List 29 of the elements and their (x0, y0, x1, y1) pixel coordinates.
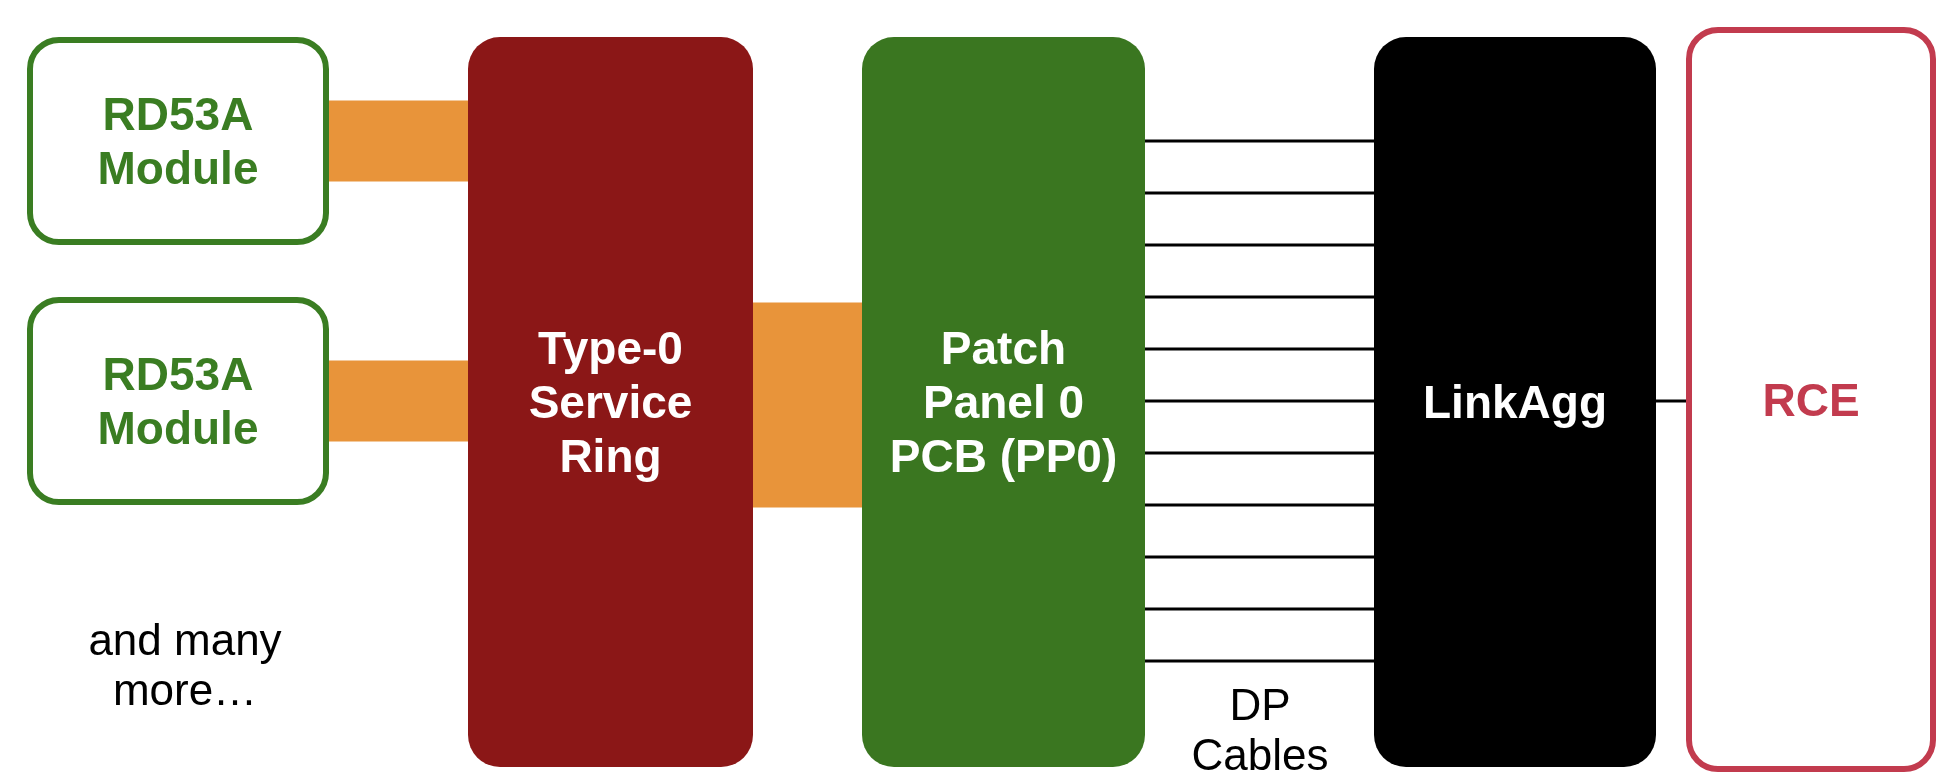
note-text: and many more… (87, 615, 283, 715)
node-label: Patch Panel 0 PCB (PP0) (888, 321, 1119, 483)
service-ring-box (468, 37, 753, 767)
node-label: RD53A Module (96, 347, 260, 455)
cable-line (1145, 607, 1374, 611)
cable-line (1145, 191, 1374, 195)
linkagg-box (1374, 37, 1656, 767)
node-label: LinkAgg (1422, 375, 1608, 429)
cable-line (1145, 555, 1374, 559)
cable-band (329, 360, 468, 442)
patch-panel-box (862, 37, 1145, 767)
cable-label: DP Cables (1190, 680, 1330, 773)
cable-line (1145, 399, 1374, 403)
module-box (27, 37, 329, 245)
node-label: RD53A Module (96, 87, 260, 195)
cable-band (753, 302, 862, 508)
cable-line (1145, 659, 1374, 663)
cable-line (1145, 139, 1374, 143)
rce-box (1686, 27, 1936, 772)
module-box (27, 297, 329, 505)
cable-line (1145, 451, 1374, 455)
cable-line (1145, 503, 1374, 507)
cable-line (1145, 295, 1374, 299)
cable-line (1656, 399, 1686, 403)
cable-line (1145, 243, 1374, 247)
cable-line (1145, 347, 1374, 351)
cable-band (329, 100, 468, 182)
node-label: RCE (1761, 372, 1861, 427)
node-label: Type-0 Service Ring (527, 321, 694, 483)
